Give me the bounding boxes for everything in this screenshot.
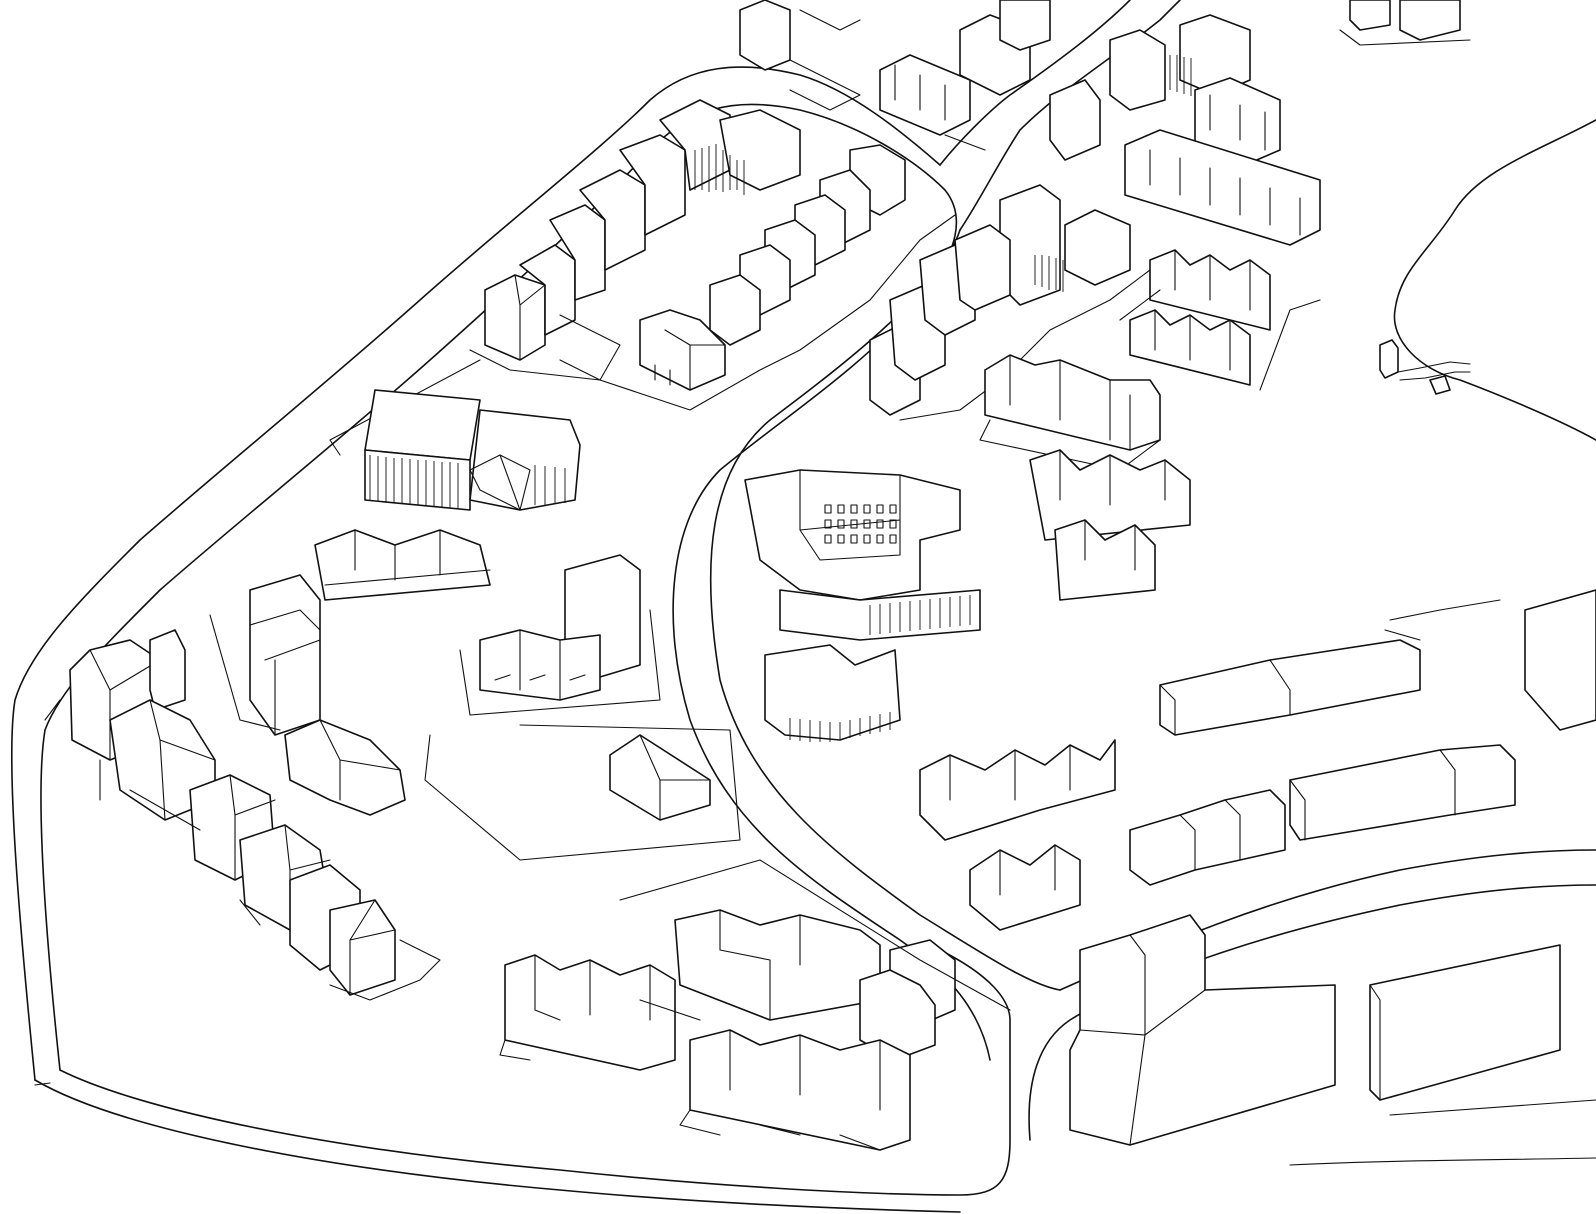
road-network xyxy=(10,0,1596,1213)
north-terrace-fence xyxy=(694,144,745,195)
east-apartment-blocks xyxy=(1069,589,1596,1146)
school-lower-hatch xyxy=(789,712,891,742)
central-road-east-edge xyxy=(709,229,1061,991)
colonnade-hatch-1 xyxy=(369,455,459,509)
river-bank xyxy=(1379,119,1596,441)
jetty xyxy=(1379,339,1471,395)
south-perimeter-blocks xyxy=(499,859,1011,1151)
east-sawtooth-rows xyxy=(979,249,1321,471)
west-middle-blocks xyxy=(209,529,741,861)
north-east-fence xyxy=(1169,55,1192,96)
north-east-road-north-edge xyxy=(939,0,1131,166)
north-terrace-west xyxy=(329,99,731,456)
south-east-road-stub-2 xyxy=(1289,1157,1596,1166)
north-terrace-mid xyxy=(599,109,956,411)
mews-houses xyxy=(919,449,1191,931)
south-boundary-road xyxy=(34,1079,961,1213)
central-school-complex xyxy=(744,469,981,742)
south-boundary-road-inner xyxy=(59,949,1011,1196)
river-bank-line xyxy=(1393,119,1596,441)
school-windows xyxy=(824,504,897,544)
north-east-fence-2 xyxy=(1034,255,1064,292)
mixed-use-block-west xyxy=(364,389,581,511)
colonnade-hatch-2 xyxy=(534,465,566,505)
stray-mark xyxy=(34,1082,51,1086)
small-shed xyxy=(609,734,711,821)
south-east-road-stub xyxy=(1389,1099,1596,1116)
school-hatch xyxy=(869,595,971,635)
north-top-blocks xyxy=(739,0,1051,151)
outer-ring-road-inner-edge xyxy=(40,103,958,1071)
outer-ring-road-outer-edge xyxy=(10,66,941,1081)
north-east-cluster xyxy=(999,0,1471,306)
central-east-terrace xyxy=(869,224,1151,421)
west-edge-terrace xyxy=(44,629,441,1001)
south-east-road-south-edge xyxy=(1028,884,1596,1141)
